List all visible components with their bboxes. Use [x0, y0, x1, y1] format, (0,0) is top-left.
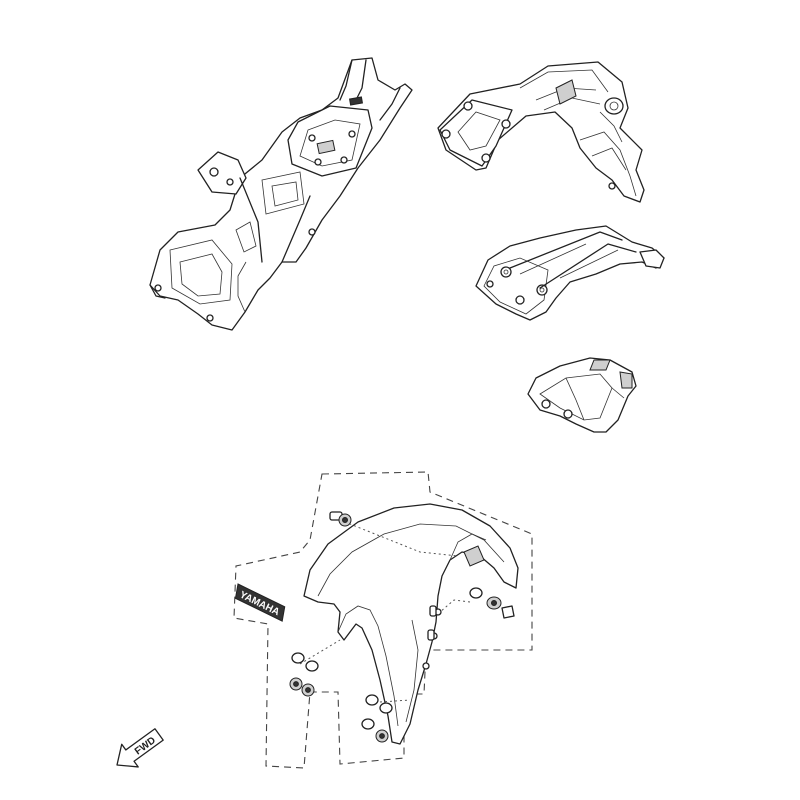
fastener-group-lower-left [289, 652, 319, 697]
small-cover [527, 357, 637, 433]
bracket-stay [475, 225, 665, 321]
fastener-group-right [469, 587, 515, 619]
fastener-group-top [329, 511, 352, 527]
assembly-group-outline [233, 471, 533, 769]
fwd-arrow-icon: FWD [116, 728, 164, 768]
front-fender-assembly: YAMAHA [233, 471, 533, 769]
spacer-pins [427, 605, 437, 641]
tail-bracket [437, 61, 645, 203]
rear-subframe-inner-fender [149, 57, 413, 331]
yamaha-decal: YAMAHA [234, 583, 286, 622]
fastener-group-lower-right [361, 694, 393, 743]
